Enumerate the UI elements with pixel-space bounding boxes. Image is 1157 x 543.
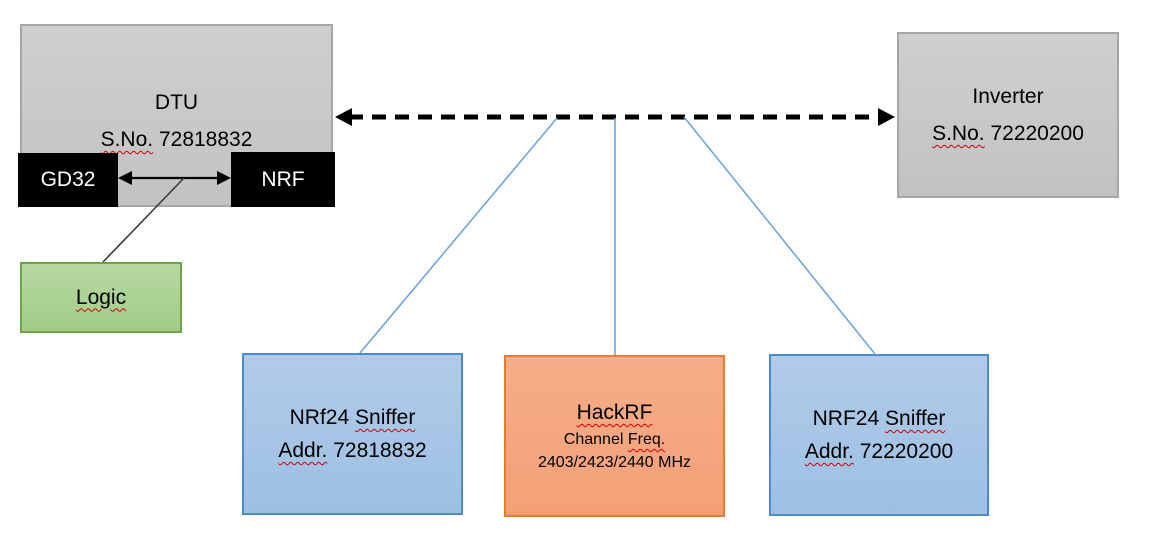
gd32-label: GD32 [40,168,96,191]
sniffer-right-addr: Addr. 72220200 [804,440,954,463]
sniffer-left-node: NRf24 Sniffer Addr. 72818832 [242,353,463,515]
sniffer-right-node: NRF24 Sniffer Addr. 72220200 [769,354,989,516]
inverter-serial-label: S.No. [932,122,985,145]
hackrf-channel-line: Channel Freq. [563,431,666,448]
hackrf-frequencies: 2403/2423/2440 MHz [538,454,691,471]
connector-sniffer-left [359,117,558,354]
hackrf-title: HackRF [576,401,653,424]
inverter-node: Inverter S.No. 72220200 [897,32,1119,198]
dtu-serial-number: 72818832 [158,128,253,151]
logic-node: Logic [20,262,182,333]
logic-label: Logic [75,285,127,309]
connector-sniffer-right [683,116,876,355]
nrf-chip: NRF [231,152,335,207]
dtu-title: DTU [154,91,199,114]
nrf-label: NRF [261,167,305,191]
sniffer-left-addr: Addr. 72818832 [278,439,427,462]
rf-link-dashed-arrow [335,108,895,126]
hackrf-node: HackRF Channel Freq. 2403/2423/2440 MHz [504,355,725,517]
inverter-serial-number: 72220200 [990,122,1084,145]
dtu-serial: S.No. 72818832 [101,121,253,158]
inverter-title: Inverter [972,85,1044,108]
gd32-chip: GD32 [18,153,118,207]
dtu-serial-label: S.No. [100,128,154,151]
sniffer-right-title: NRF24 Sniffer [812,407,946,430]
sniffer-left-title: NRf24 Sniffer [289,406,416,429]
inverter-serial: S.No. 72220200 [932,115,1084,152]
